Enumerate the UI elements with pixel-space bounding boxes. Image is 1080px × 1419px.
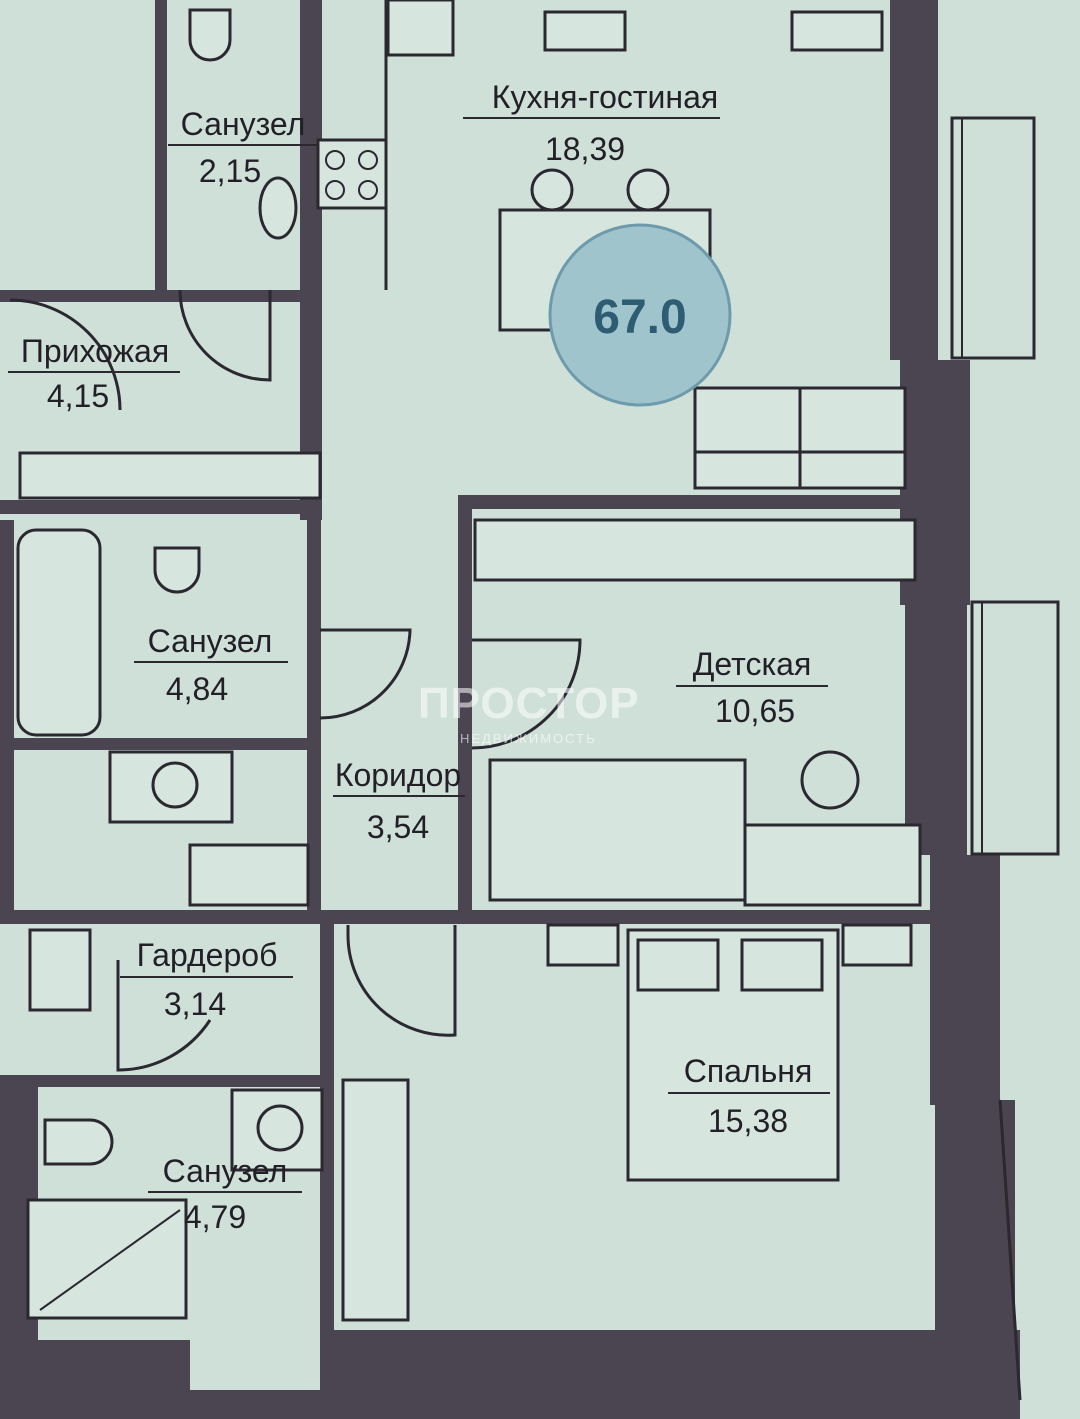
door-swing	[471, 638, 582, 750]
kids-fixtures	[471, 638, 922, 907]
room-name-wardrobe: Гардероб	[137, 937, 278, 973]
room-name-kitchen: Кухня-гостиная	[492, 79, 718, 115]
room-area-bath-top: 2,15	[199, 153, 261, 189]
chair-icon	[530, 168, 574, 212]
room-area-hall: 4,15	[47, 378, 109, 414]
balconies	[950, 116, 1060, 1401]
door-swing	[116, 960, 212, 1072]
room-name-hall: Прихожая	[21, 333, 169, 369]
room-area-bath-low: 4,79	[184, 1199, 246, 1235]
total-area: 67.0	[593, 291, 686, 344]
bathtub-icon	[16, 528, 102, 737]
sink-icon	[256, 1104, 304, 1152]
room-area-bath-mid: 4,84	[166, 671, 228, 707]
room-name-bath-top: Санузел	[181, 106, 306, 142]
door-swing	[319, 628, 412, 720]
room-name-bedroom: Спальня	[684, 1053, 813, 1089]
chair-icon	[626, 168, 670, 212]
bed	[488, 758, 747, 902]
door-swing	[346, 925, 457, 1037]
toilet-icon	[153, 546, 201, 594]
sink-counter	[230, 1088, 324, 1172]
stove-icon	[316, 138, 388, 210]
bath-mid-fixtures	[16, 528, 412, 824]
room-area-kitchen: 18,39	[545, 131, 625, 167]
total-area-badge: 67.0	[548, 223, 732, 407]
watermark-brand: ПРОСТОР	[418, 679, 640, 728]
entrance-door-swing	[9, 298, 122, 411]
radiators	[18, 10, 917, 1322]
sink-icon	[386, 0, 455, 57]
room-area-corridor: 3,54	[367, 809, 429, 845]
door-swing	[178, 289, 272, 382]
interior-walls	[0, 0, 940, 1390]
wardrobe-fixtures	[116, 925, 457, 1072]
exterior-walls	[0, 0, 1020, 1419]
room-area-kids: 10,65	[715, 693, 795, 729]
bedroom-fixtures	[546, 923, 913, 1182]
bath-top-fixtures	[178, 8, 298, 382]
room-name-kids: Детская	[693, 646, 812, 682]
sink-icon	[258, 176, 298, 240]
room-area-bedroom: 15,38	[708, 1103, 788, 1139]
room-labels: Кухня-гостиная 18,39 Санузел 2,15 Прихож…	[8, 79, 830, 1235]
chair-icon	[800, 750, 860, 810]
watermark-tagline: НЕДВИЖИМОСТЬ	[460, 731, 597, 746]
room-name-corridor: Коридор	[335, 757, 461, 793]
bath-low-fixtures	[26, 1088, 324, 1320]
room-name-bath-low: Санузел	[163, 1153, 288, 1189]
shower-tray	[26, 1198, 188, 1320]
desk	[743, 823, 922, 907]
nightstand	[546, 923, 620, 967]
room-name-bath-mid: Санузел	[148, 623, 273, 659]
nightstand	[841, 923, 913, 967]
toilet-icon	[43, 1118, 114, 1166]
sink-icon	[151, 761, 199, 809]
room-area-wardrobe: 3,14	[164, 986, 226, 1022]
toilet-icon	[188, 8, 232, 62]
watermark: ПРОСТОР НЕДВИЖИМОСТЬ	[418, 679, 640, 746]
